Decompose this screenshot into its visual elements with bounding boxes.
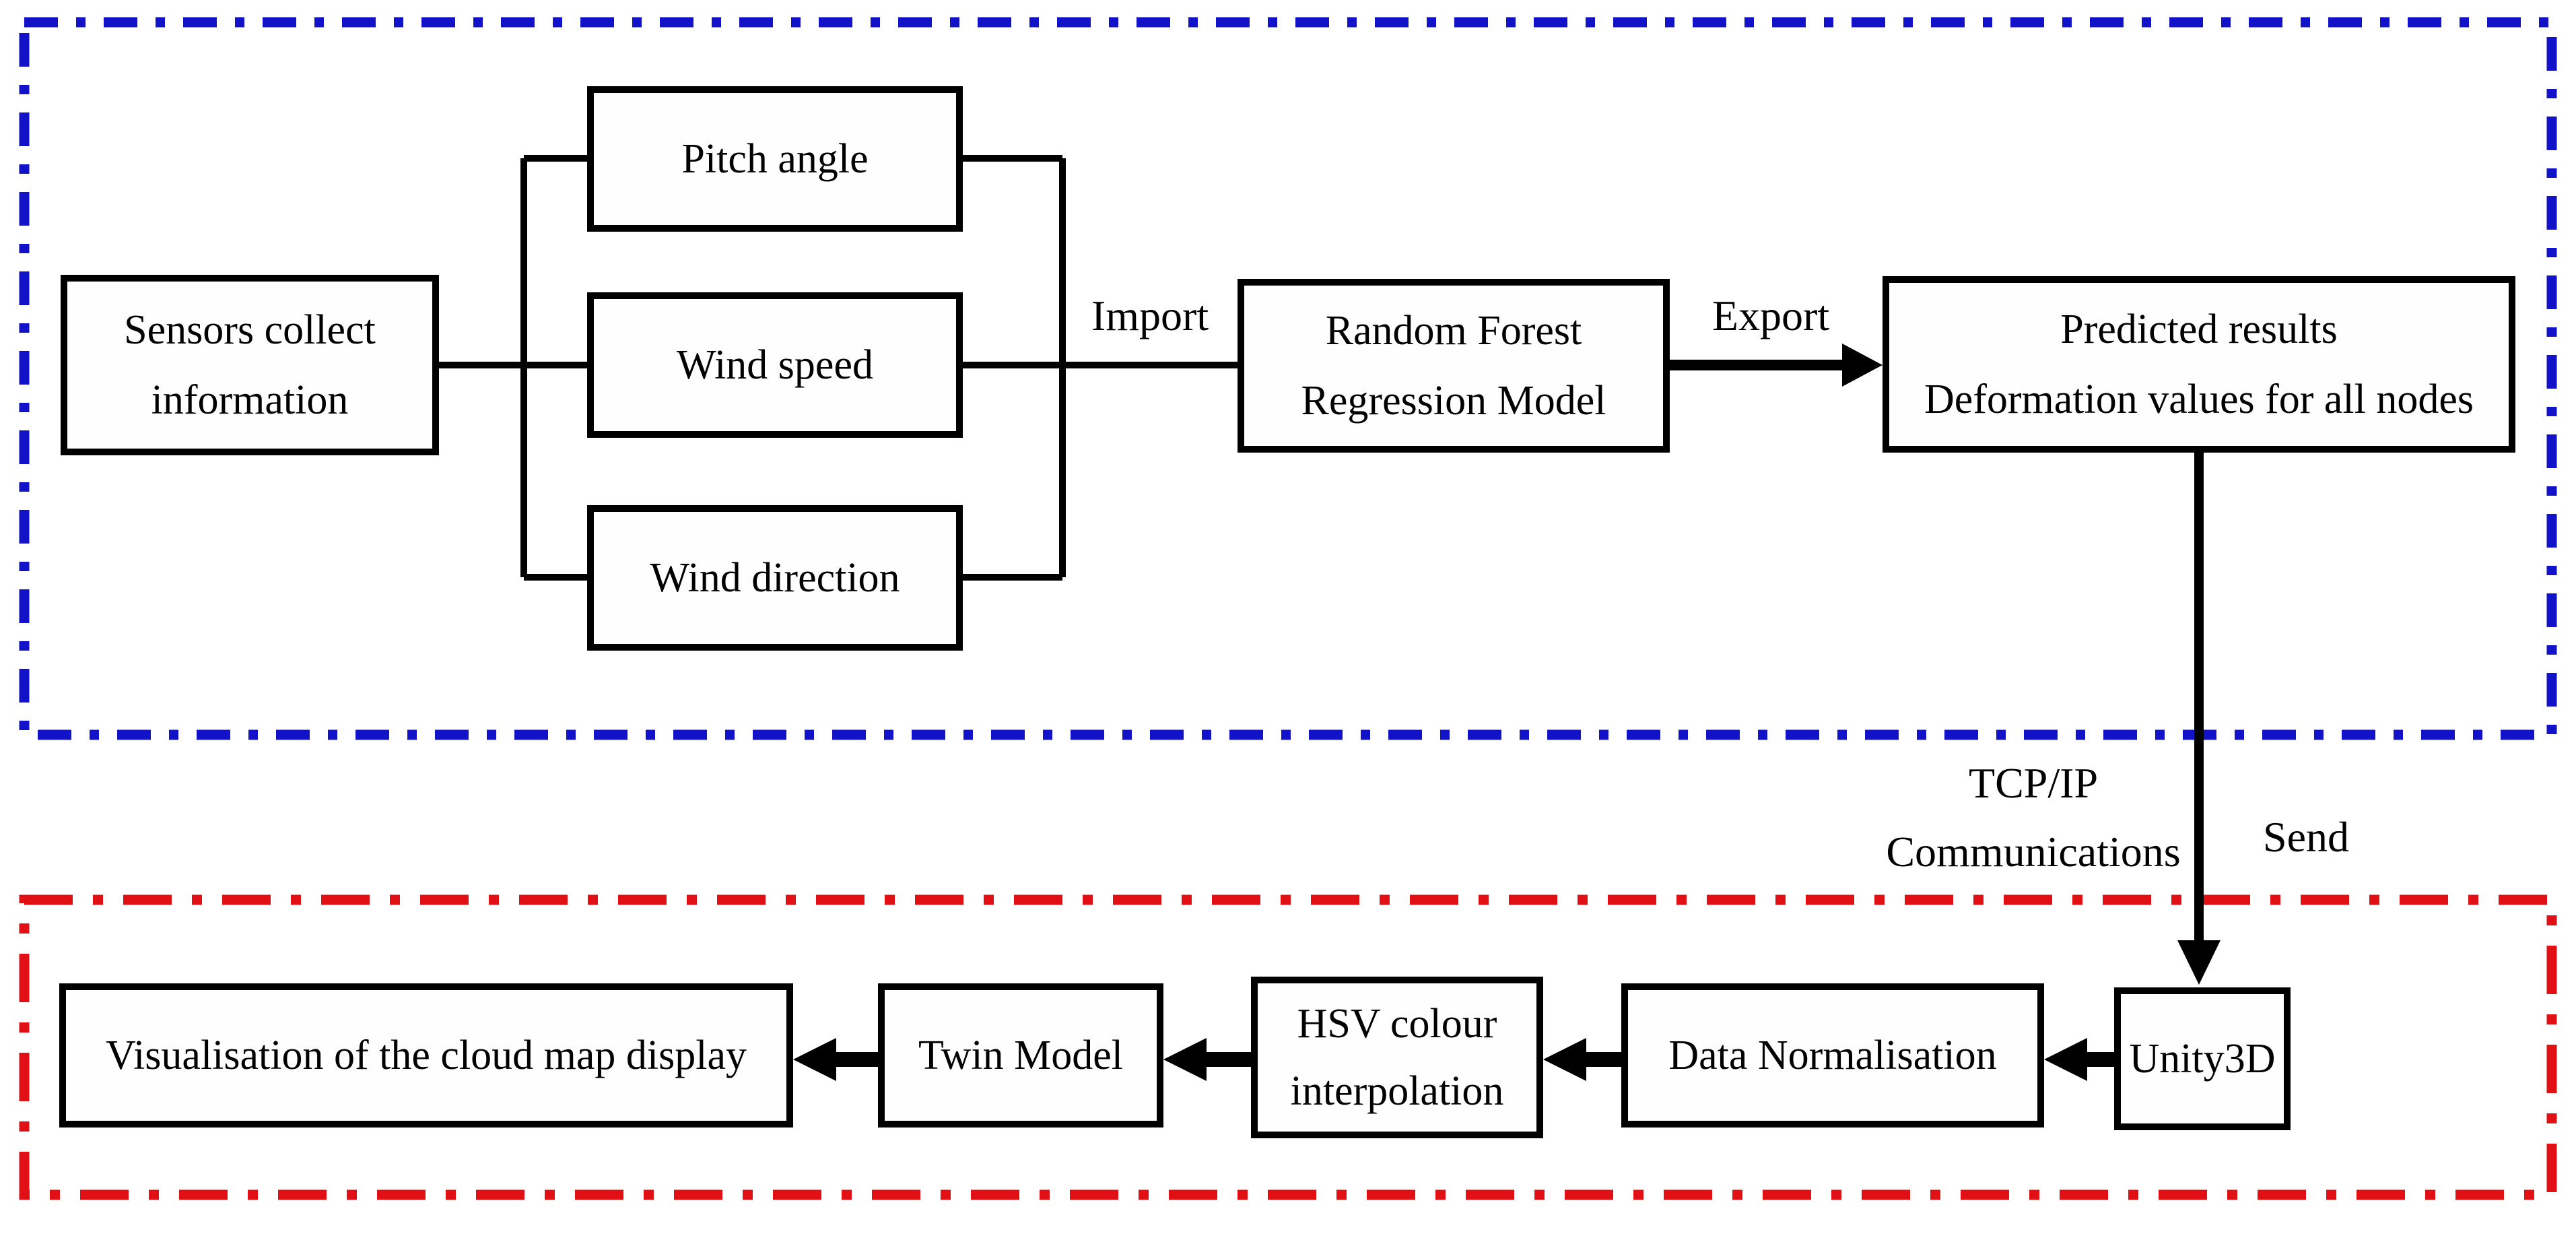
send-edge-label: Send <box>2263 813 2349 861</box>
node-visualisation-cloud-map: Visualisation of the cloud map display <box>59 983 793 1127</box>
tcpip-communications-label: TCP/IP Communications <box>1886 759 2181 876</box>
node-pitch-angle: Pitch angle <box>587 86 963 232</box>
node-unity3d: Unity3D <box>2114 987 2291 1130</box>
send-down-arrow <box>2177 450 2221 985</box>
export-edge-label: Export <box>1711 292 1830 339</box>
node-twin-model: Twin Model <box>878 983 1163 1127</box>
hsv-to-twin-arrow <box>1163 1038 1251 1081</box>
unity-to-datanorm-arrow <box>2044 1038 2114 1081</box>
node-hsv-colour-interpolation: HSV colour interpolation <box>1251 977 1543 1138</box>
node-sensors-collect-information: Sensors collect information <box>61 275 439 455</box>
node-predicted-results: Predicted results Deformation values for… <box>1883 276 2515 453</box>
twin-to-visualisation-arrow <box>793 1038 878 1081</box>
input-connectors <box>438 155 1238 581</box>
import-edge-label: Import <box>1091 292 1209 339</box>
node-wind-speed: Wind speed <box>587 292 963 438</box>
export-arrow <box>1668 344 1883 387</box>
datanorm-to-hsv-arrow <box>1543 1038 1621 1081</box>
node-wind-direction: Wind direction <box>587 505 963 651</box>
visualisation-region-border <box>19 894 2557 1200</box>
node-data-normalisation: Data Normalisation <box>1621 983 2044 1127</box>
prediction-region-border <box>19 17 2557 740</box>
node-random-forest-regression-model: Random Forest Regression Model <box>1238 279 1670 453</box>
